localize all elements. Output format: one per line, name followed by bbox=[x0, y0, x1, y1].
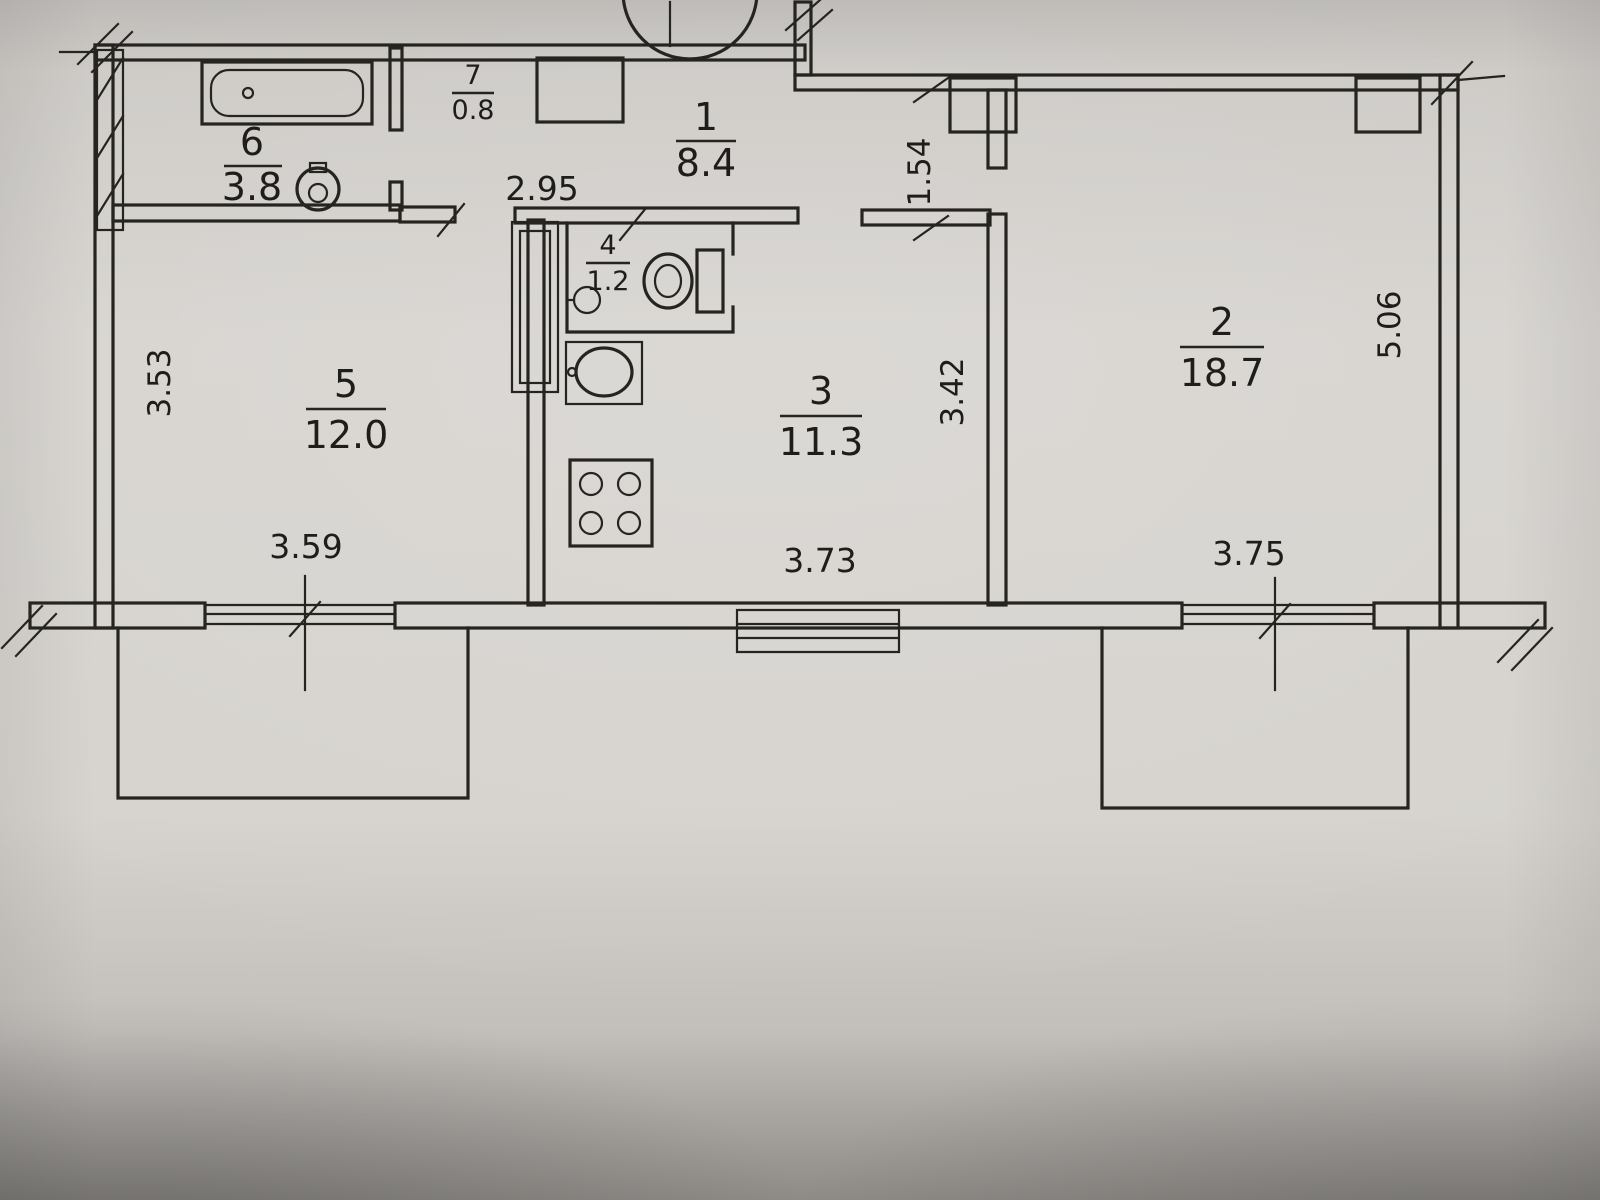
dim-hall-width: 2.95 bbox=[505, 169, 578, 208]
room-label-living: 2 18.7 bbox=[1180, 300, 1265, 395]
room-kitchen-area: 11.3 bbox=[779, 420, 864, 464]
room-hallway-area: 8.4 bbox=[676, 141, 736, 185]
wall-piers bbox=[535, 56, 1422, 134]
room-living-area: 18.7 bbox=[1180, 351, 1265, 395]
room-wc-number: 4 bbox=[599, 230, 616, 261]
room-closet-number: 7 bbox=[464, 60, 481, 91]
entrance-door-leaf bbox=[95, 48, 125, 232]
room-bathroom-number: 6 bbox=[240, 120, 264, 164]
room-label-kitchen: 3 11.3 bbox=[779, 369, 864, 464]
bathroom-sink bbox=[295, 161, 341, 212]
window-bedroom bbox=[203, 603, 397, 626]
room-bedroom-area: 12.0 bbox=[304, 413, 389, 457]
dim-bedroom-depth: 3.53 bbox=[142, 348, 178, 417]
balcony-door-sill bbox=[735, 608, 901, 654]
kitchen-sink bbox=[564, 340, 644, 406]
toilet bbox=[642, 248, 725, 314]
outer-walls bbox=[28, 0, 1547, 630]
tall-cabinet bbox=[510, 220, 560, 394]
dim-hall-depth: 1.54 bbox=[902, 137, 938, 206]
balcony-right bbox=[1100, 626, 1410, 810]
room-bathroom-area: 3.8 bbox=[222, 165, 282, 209]
dimension-labels: 2.95 1.54 3.53 3.59 3.42 3.73 3.75 5.06 bbox=[142, 137, 1408, 580]
room-closet-area: 0.8 bbox=[452, 95, 495, 126]
dimension-ticks bbox=[0, 0, 1554, 692]
dim-kitchen-width: 3.73 bbox=[783, 541, 856, 580]
entrance-door-arc bbox=[621, 0, 759, 61]
room-label-wc: 4 1.2 bbox=[586, 230, 630, 297]
wc-sink bbox=[565, 285, 602, 315]
room-wc-area: 1.2 bbox=[587, 266, 630, 297]
room-label-bedroom: 5 12.0 bbox=[304, 362, 389, 457]
dim-living-width: 3.75 bbox=[1212, 534, 1285, 573]
room-label-hallway: 1 8.4 bbox=[676, 95, 736, 185]
bathtub bbox=[200, 60, 374, 126]
balcony-left bbox=[116, 626, 470, 800]
room-living-number: 2 bbox=[1210, 300, 1234, 344]
dim-living-depth: 5.06 bbox=[1372, 290, 1408, 359]
room-hallway-number: 1 bbox=[694, 95, 718, 139]
room-kitchen-number: 3 bbox=[809, 369, 833, 413]
interior-walls bbox=[111, 46, 1008, 607]
room-bedroom-number: 5 bbox=[334, 362, 358, 406]
stove bbox=[568, 458, 654, 548]
window-living bbox=[1180, 603, 1376, 626]
dim-kitchen-depth: 3.42 bbox=[935, 357, 971, 426]
dim-bedroom-width: 3.59 bbox=[269, 527, 342, 566]
room-label-bathroom: 6 3.8 bbox=[222, 120, 282, 209]
room-label-closet: 7 0.8 bbox=[452, 60, 495, 126]
